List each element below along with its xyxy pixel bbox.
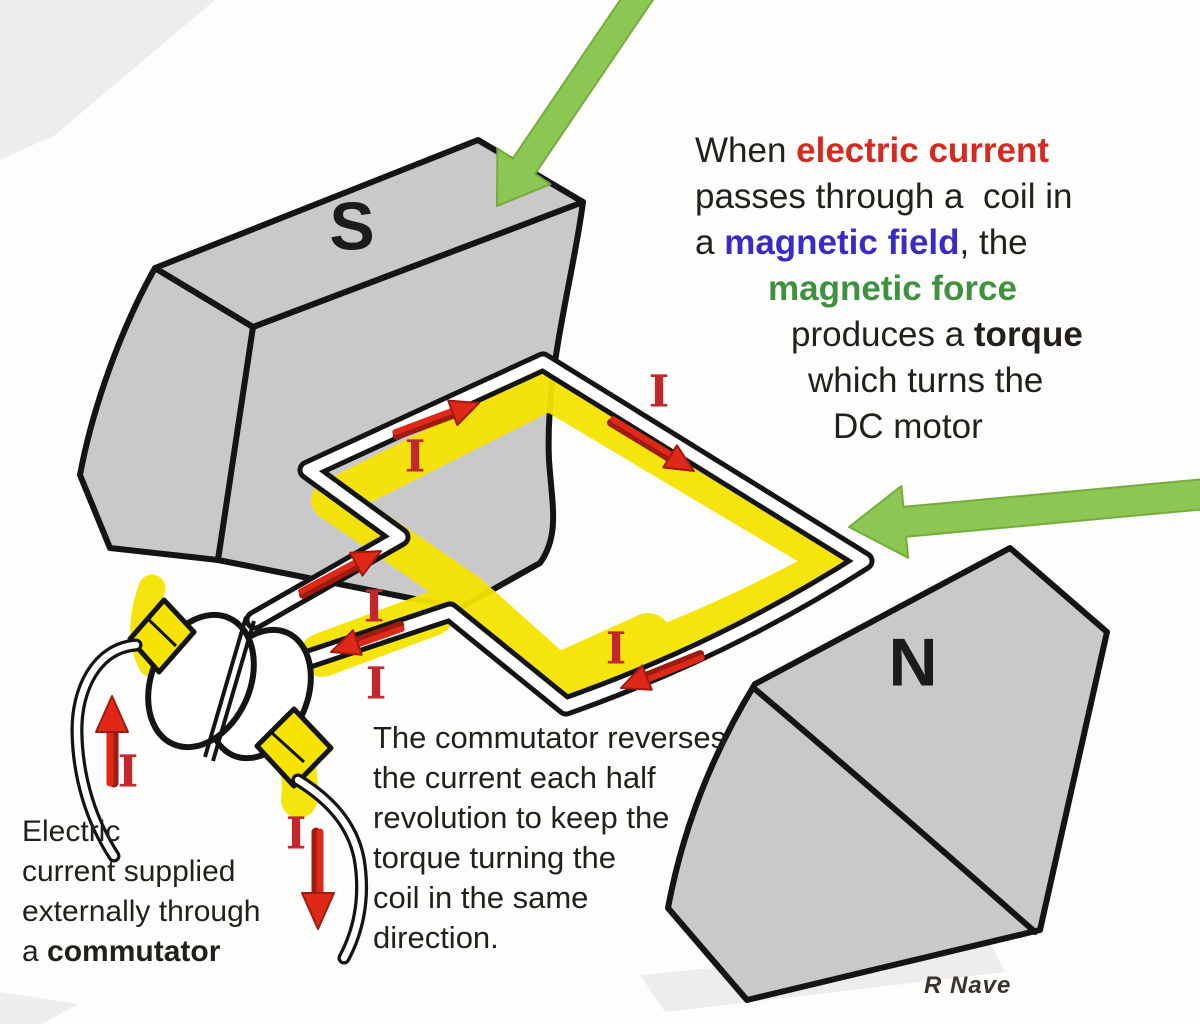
commutator-note-line-1: The commutator reverses	[373, 718, 726, 758]
explanation-segment: a	[695, 223, 725, 262]
current-label-1: I	[404, 431, 426, 483]
supply-note-text: Electric current supplied externally throu…	[22, 812, 260, 972]
current-arrow-6	[95, 695, 129, 788]
force-arrow-2	[848, 478, 1200, 559]
signature: R Nave	[924, 972, 1012, 999]
current-arrow-5	[620, 650, 705, 691]
supply-note-segment: externally through	[22, 895, 261, 928]
arrow-layer	[95, 0, 1200, 930]
commutator	[127, 597, 334, 789]
supply-note-line-3: externally through	[22, 892, 260, 932]
supply-note-line-1: Electric	[22, 812, 260, 852]
commutator-note-line-3: revolution to keep the	[373, 798, 726, 838]
commutator-note-segment: coil in the same	[373, 880, 589, 915]
current-arrow-7	[301, 827, 335, 930]
supply-note-segment: Electric	[22, 815, 121, 848]
current-arrow-4	[330, 621, 405, 656]
n-magnet-edge-line	[753, 687, 1038, 935]
explanation-line-3: a magnetic field, the	[695, 220, 1083, 266]
supply-note-segment: commutator	[47, 935, 221, 968]
explanation-segment: which turns the	[808, 361, 1044, 400]
supply-leads	[70, 638, 369, 965]
explanation-line-6: which turns the	[695, 358, 1083, 404]
s-magnet-front-face	[215, 199, 586, 611]
commutator-note-line-2: the current each half	[373, 758, 726, 798]
current-label-2: I	[648, 366, 670, 418]
current-label-4: I	[365, 658, 387, 710]
commutator-note-line-4: torque turning the	[373, 838, 726, 878]
current-arrow-2	[606, 416, 695, 472]
current-label-5: I	[605, 623, 627, 675]
explanation-segment: DC motor	[833, 407, 983, 446]
supply-note-segment: a	[22, 935, 48, 968]
supply-note-line-4: a commutator	[22, 932, 260, 972]
current-arrow-1	[392, 399, 480, 440]
s-magnet	[77, 137, 586, 611]
supply-note-segment: current supplied	[22, 855, 236, 888]
force-arrow-1	[496, 0, 655, 207]
explanation-line-2: passes through a coil in	[695, 174, 1083, 220]
commutator-note-line-5: coil in the same	[373, 878, 726, 918]
coil-wire	[244, 351, 875, 717]
explanation-segment: electric current	[796, 131, 1050, 170]
brush-upper	[127, 597, 197, 675]
commutator-note-segment: revolution to keep the	[373, 800, 670, 835]
explanation-segment: passes through a coil in	[695, 177, 1073, 216]
pole-label-s: S	[329, 188, 375, 265]
commutator-note-segment: torque turning the	[373, 840, 617, 875]
commutator-note-text: The commutator reverses the current each …	[373, 718, 726, 958]
lead-wire-left-core	[73, 641, 140, 860]
explanation-segment: When	[695, 131, 797, 170]
commutator-note-segment: direction.	[373, 920, 499, 955]
explanation-segment: torque	[973, 315, 1083, 354]
explanation-segment: magnetic force	[768, 269, 1017, 308]
lead-wire-right-core	[294, 776, 365, 962]
coil-highlight-dip	[537, 613, 671, 699]
n-magnet-body	[665, 545, 1110, 1003]
coil-wire-core	[249, 356, 870, 712]
commutator-split-gap	[203, 616, 256, 762]
explanation-line-4: magnetic force	[695, 266, 1083, 312]
explanation-line-1: When electric current	[695, 128, 1083, 174]
current-arrow-3	[298, 550, 382, 599]
explanation-line-7: DC motor	[695, 404, 1083, 450]
explanation-segment: , the	[959, 223, 1028, 262]
explanation-segment: magnetic field	[724, 223, 960, 262]
supply-note-line-2: current supplied	[22, 852, 260, 892]
current-label-7: I	[285, 808, 307, 860]
brush-lower	[254, 706, 334, 789]
explanation-segment: produces a	[791, 315, 974, 354]
commutator-note-segment: the current each half	[373, 760, 656, 795]
commutator-note-line-6: direction.	[373, 918, 726, 958]
current-label-3: I	[363, 581, 385, 633]
current-label-6: I	[117, 746, 139, 798]
s-magnet-top-face	[152, 137, 586, 330]
explanation-line-5: produces a torque	[695, 312, 1083, 358]
pole-label-n: N	[888, 624, 938, 701]
commutator-note-segment: The commutator reverses	[373, 720, 727, 755]
n-magnet	[665, 545, 1110, 1003]
